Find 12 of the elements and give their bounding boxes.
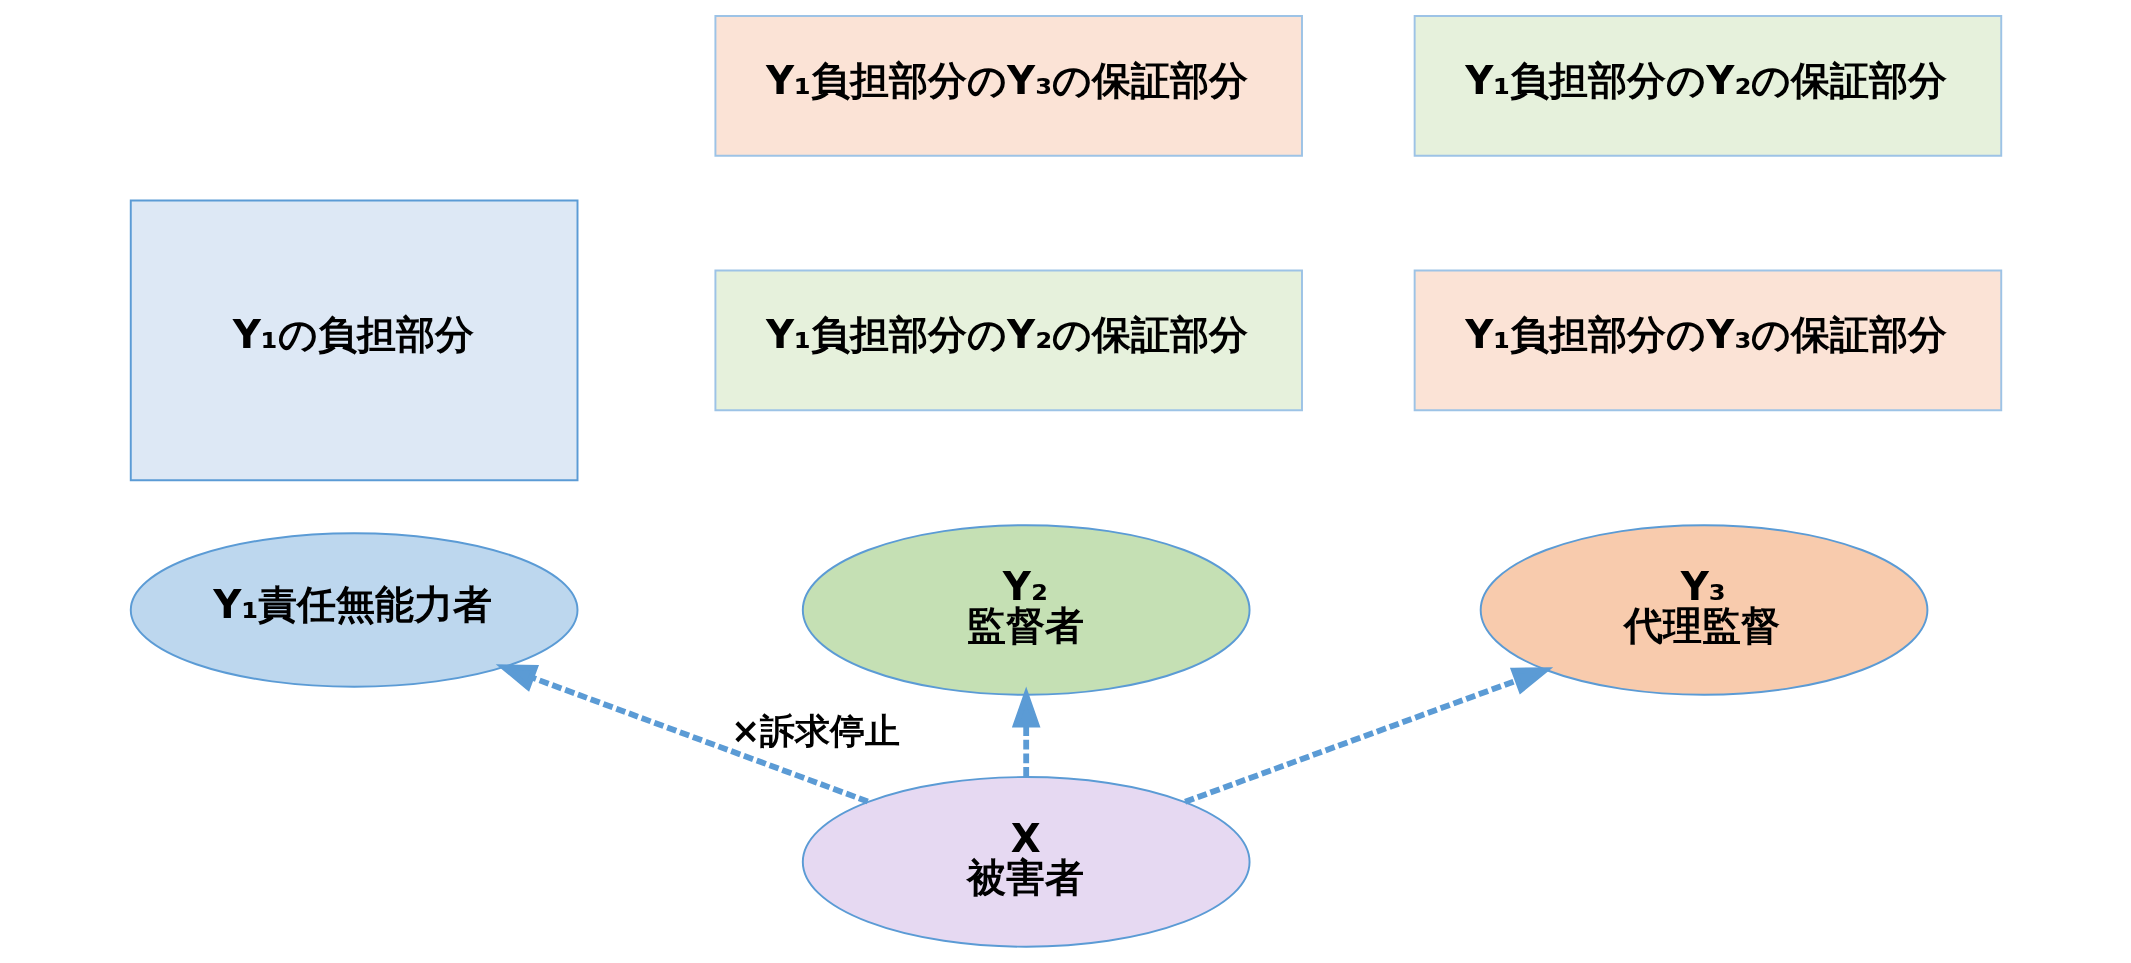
node-box: Y₁の負担部分 [129, 199, 578, 482]
node-ellipse: Y₂ 監督者 [801, 524, 1250, 696]
node-box: Y₁負担部分のY₂の保証部分 [1413, 15, 2002, 157]
arrow [1183, 667, 1553, 805]
node-box: Y₁負担部分のY₂の保証部分 [713, 269, 1303, 412]
node-ellipse: Y₁責任無能力者 [129, 532, 578, 688]
node-ellipse: X 被害者 [801, 776, 1250, 948]
node-box: Y₁負担部分のY₃の保証部分 [713, 15, 1303, 157]
arrow [495, 664, 869, 805]
node-box: Y₁負担部分のY₃の保証部分 [1413, 269, 2002, 412]
edge-label: ×訴求停止 [730, 710, 900, 751]
arrow [1011, 686, 1040, 777]
